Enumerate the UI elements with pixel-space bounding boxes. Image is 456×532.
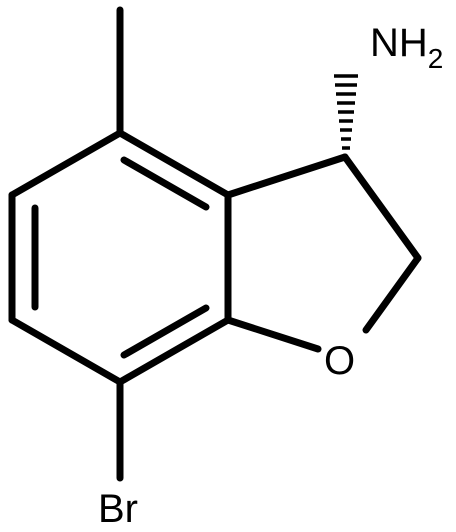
bromine-label: Br bbox=[98, 487, 138, 531]
bond-ring-c4-c3a bbox=[116, 129, 232, 199]
amine-label: NH2 bbox=[370, 21, 443, 74]
hashed-wedge-bond bbox=[334, 74, 358, 159]
bond-c7a-o1 bbox=[224, 316, 322, 353]
bond-ring-c4-c3a-inner bbox=[120, 156, 210, 211]
bond-c2-o1 bbox=[362, 254, 422, 334]
bond-ring-c6-c7 bbox=[8, 316, 124, 386]
bond-c3-c2 bbox=[341, 153, 422, 262]
bond-c3a-c3 bbox=[224, 153, 349, 199]
bond-ring-c7-c7a-inner bbox=[120, 304, 210, 359]
bond-ring-c7-c7a bbox=[116, 316, 232, 386]
oxygen-label: O bbox=[324, 339, 355, 383]
bond-ring-c4-c5 bbox=[8, 129, 124, 199]
